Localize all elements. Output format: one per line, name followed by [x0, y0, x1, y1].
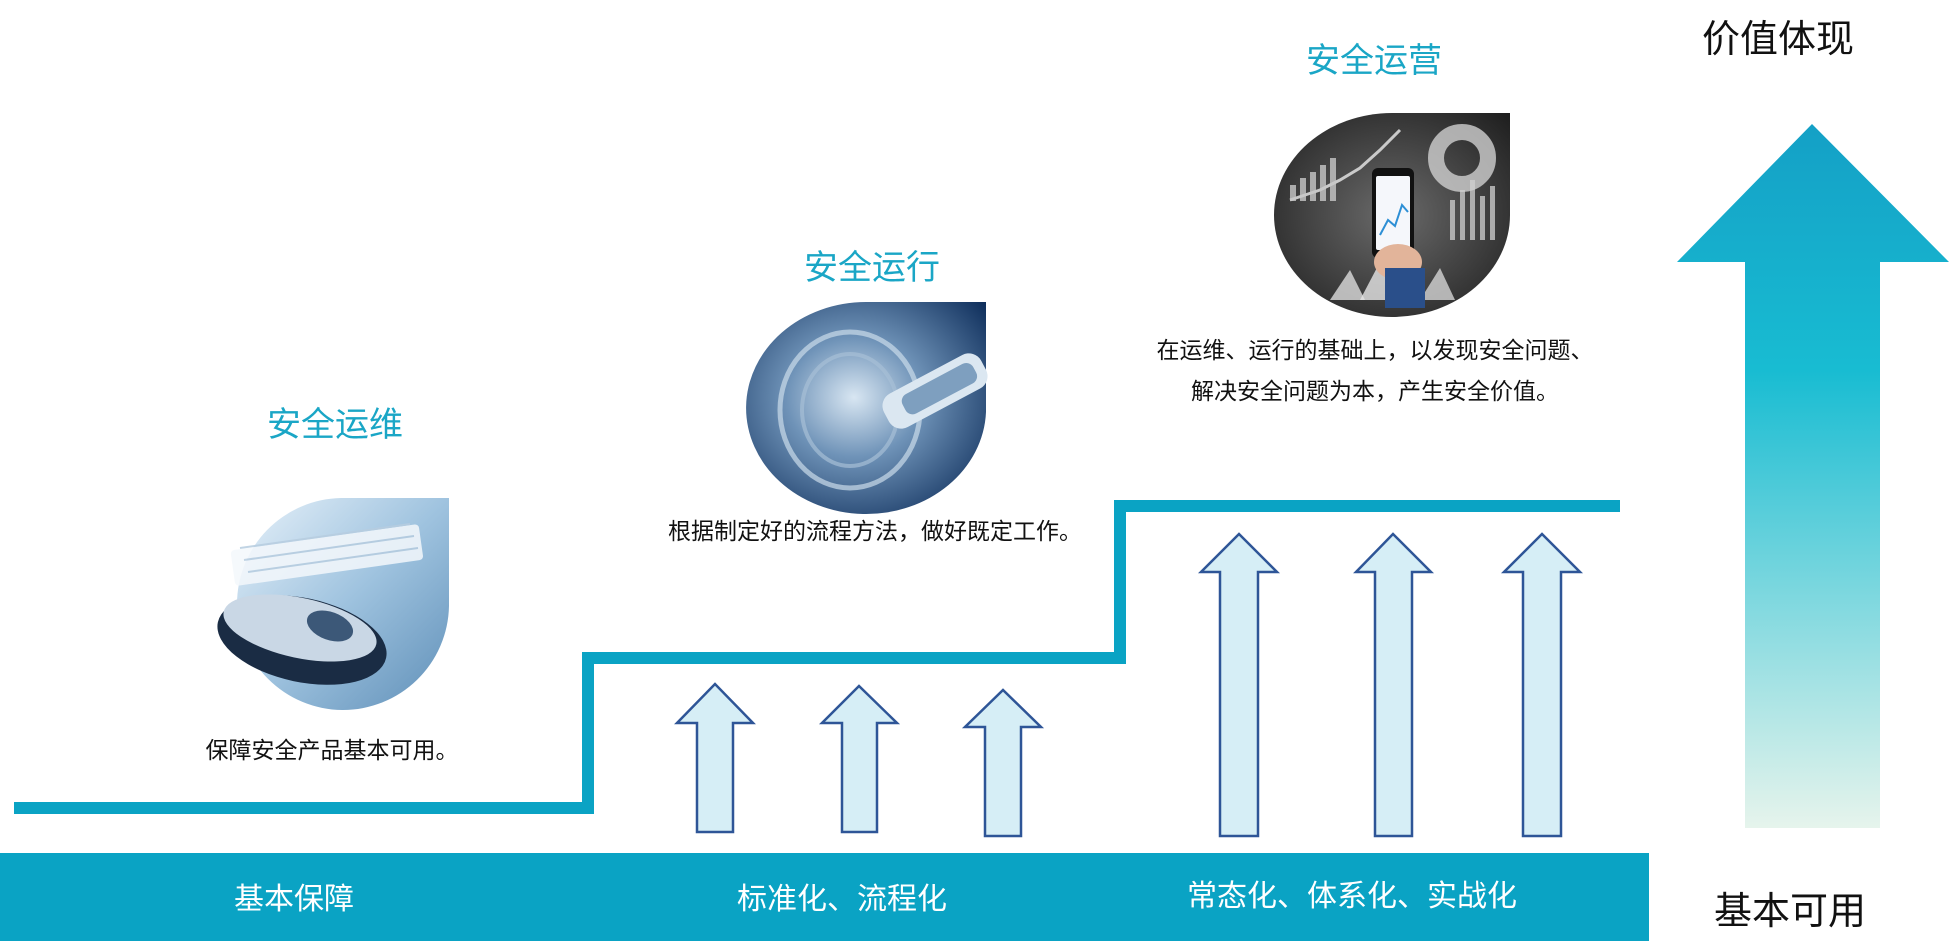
- stage-1-description-line-1: 保障安全产品基本可用。: [205, 738, 459, 764]
- stage-3-description-line-1: 在运维、运行的基础上，以发现安全问题、: [1156, 338, 1594, 364]
- stage-3-description: 在运维、运行的基础上，以发现安全问题、 解决安全问题为本，产生安全价值。: [1157, 331, 1594, 413]
- stage-1-description: 保障安全产品基本可用。: [206, 731, 459, 772]
- band-label-normalization: 常态化、体系化、实战化: [1187, 879, 1517, 914]
- bottom-band: [0, 853, 1649, 941]
- small-up-arrow-2: [818, 684, 901, 834]
- tall-up-arrow-1: [1197, 532, 1281, 838]
- band-label-standardization: 标准化、流程化: [737, 882, 947, 917]
- stage-1-title: 安全运维: [267, 405, 403, 445]
- machine-spindle-photo: [746, 302, 988, 515]
- step-line: [14, 500, 1620, 814]
- stage-3-description-line-2: 解决安全问题为本，产生安全价值。: [1191, 379, 1559, 405]
- tall-up-arrow-2: [1353, 532, 1435, 838]
- value-big-arrow: [1677, 124, 1949, 828]
- value-top-label: 价值体现: [1701, 17, 1855, 61]
- value-bottom-label: 基本可用: [1713, 889, 1867, 933]
- stage-2-description: 根据制定好的流程方法，做好既定工作。: [668, 512, 1082, 553]
- computer-mouse-keyboard-photo: [217, 498, 449, 710]
- smartphone-data-charts-photo: [1274, 113, 1510, 317]
- small-up-arrow-3: [961, 688, 1045, 838]
- stage-2-description-line-1: 根据制定好的流程方法，做好既定工作。: [668, 519, 1082, 545]
- stage-3-title: 安全运营: [1306, 41, 1442, 81]
- small-up-arrow-1: [674, 682, 756, 834]
- tall-up-arrow-3: [1500, 532, 1584, 838]
- band-label-basic-guarantee: 基本保障: [234, 882, 354, 917]
- stage-2-title: 安全运行: [804, 248, 940, 288]
